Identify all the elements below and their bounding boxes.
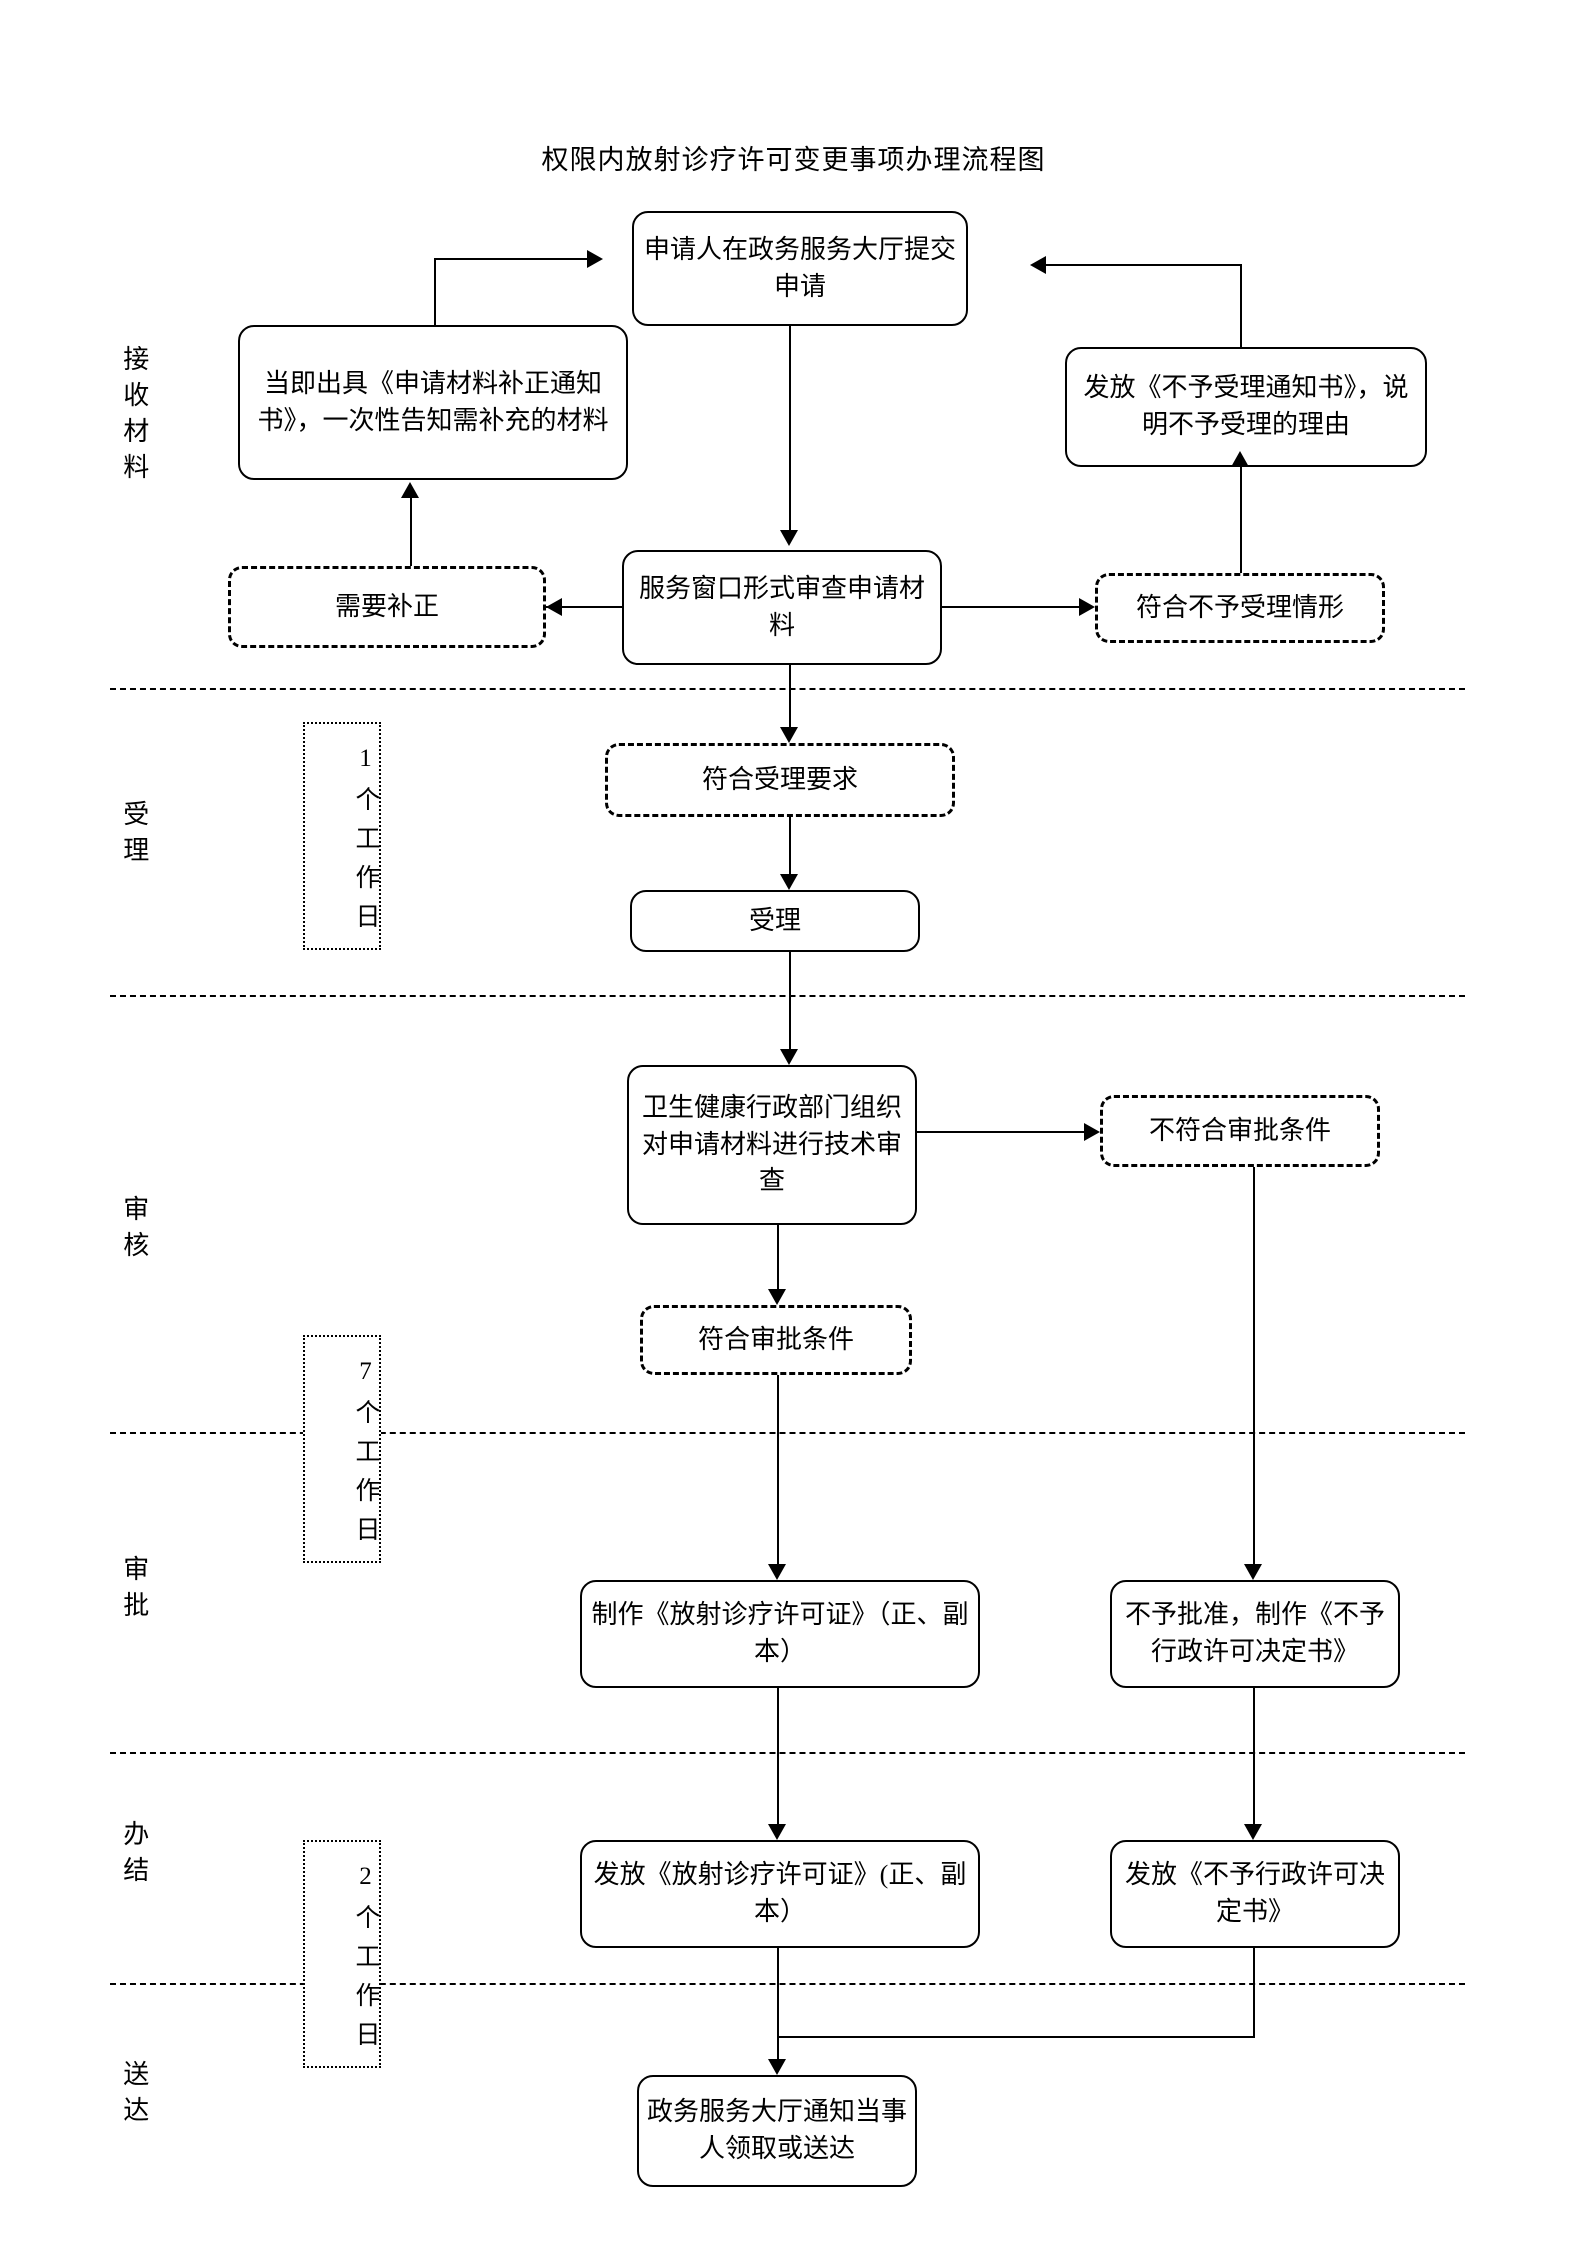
node-not-accept-case[interactable]: 符合不予受理情形 [1095,573,1385,643]
arrowhead-window-review-to-meets-accept [780,727,798,743]
connector-issue-license-to-notify-party [777,1948,779,2059]
node-technical-review[interactable]: 卫生健康行政部门组织对申请材料进行技术审查 [627,1065,917,1225]
connector-issue-refusal-to-notify-party [777,2036,1255,2038]
stage-label-receive: 接收材料 [119,345,149,489]
separator-approve-complete [110,1752,1465,1754]
connector-reject-notice-up [1240,264,1242,349]
duration-review: 7个工作日 [303,1335,381,1563]
arrowhead-notice-to-submit [587,250,603,268]
connector-accepted-to-technical-review [789,952,791,1049]
stage-label-deliver: 送达 [119,2060,149,2132]
node-window-form-review[interactable]: 服务窗口形式审查申请材料 [622,550,942,665]
stage-label-complete: 办结 [119,1820,149,1892]
connector-not-meet-approval-to-make-refusal [1253,1167,1255,1564]
node-accepted[interactable]: 受理 [630,890,920,952]
stage-label-review: 审核 [119,1195,149,1267]
connector-reject-notice-to-submit [1046,264,1240,266]
arrowhead-technical-review-to-meets-approval [768,1289,786,1305]
arrowhead-reject-notice-to-submit [1030,256,1046,274]
connector-window-review-to-need-correction [546,606,622,608]
connector-need-correction-to-notice [410,498,412,566]
separator-review-approve [110,1432,1465,1434]
separator-complete-deliver [110,1983,1465,1985]
node-issue-license[interactable]: 发放《放射诊疗许可证》(正、副本） [580,1840,980,1948]
arrowhead-meets-accept-to-accepted [780,874,798,890]
node-correction-notice[interactable]: 当即出具《申请材料补正通知书》，一次性告知需补充的材料 [238,325,628,480]
node-not-meet-approval[interactable]: 不符合审批条件 [1100,1095,1380,1167]
separator-accept-review [110,995,1465,997]
duration-accept: 1个工作日 [303,722,381,950]
arrowhead-make-license-to-issue-license [768,1824,786,1840]
arrowhead-issue-license-to-notify-party [768,2059,786,2075]
connector-notice-to-submit [434,258,587,260]
connector-window-review-to-not-accept-case [942,606,1079,608]
separator-receive-accept [110,688,1465,690]
connector-submit-to-window-review [789,326,791,530]
duration-deliver: 2个工作日 [303,1840,381,2068]
node-submit-application[interactable]: 申请人在政务服务大厅提交申请 [632,211,968,326]
connector-make-refusal-to-issue-refusal [1253,1688,1255,1824]
connector-meets-approval-to-make-license [777,1375,779,1564]
node-make-license[interactable]: 制作《放射诊疗许可证》（正、副本） [580,1580,980,1688]
node-meets-accept-requirements[interactable]: 符合受理要求 [605,743,955,817]
node-meets-approval[interactable]: 符合审批条件 [640,1305,912,1375]
connector-meets-accept-to-accepted [789,817,791,874]
node-issue-refusal-decision[interactable]: 发放《不予行政许可决定书》 [1110,1840,1400,1948]
arrowhead-need-correction-to-notice [401,482,419,498]
arrowhead-submit-to-window-review [780,530,798,546]
connector-make-license-to-issue-license [777,1688,779,1824]
node-notify-party[interactable]: 政务服务大厅通知当事人领取或送达 [637,2075,917,2187]
arrowhead-not-accept-case-to-reject-notice [1231,451,1249,467]
connector-not-accept-case-to-reject-notice [1240,467,1242,573]
node-reject-notice[interactable]: 发放《不予受理通知书》，说明不予受理的理由 [1065,347,1427,467]
connector-window-review-to-meets-accept [789,665,791,727]
connector-notice-up [434,258,436,326]
arrowhead-accepted-to-technical-review [780,1049,798,1065]
arrowhead-not-meet-approval-to-make-refusal [1244,1564,1262,1580]
stage-label-accept: 受理 [119,800,149,872]
connector-technical-review-to-meets-approval [777,1225,779,1289]
arrowhead-window-review-to-not-accept-case [1079,598,1095,616]
arrowhead-meets-approval-to-make-license [768,1564,786,1580]
stage-label-approve: 审批 [119,1555,149,1627]
node-need-correction[interactable]: 需要补正 [228,566,546,648]
connector-issue-refusal-down [1253,1948,1255,2036]
connector-technical-review-to-not-meet-approval [917,1131,1084,1133]
page-title: 权限内放射诊疗许可变更事项办理流程图 [541,145,1046,175]
arrowhead-window-review-to-need-correction [546,598,562,616]
arrowhead-technical-review-to-not-meet-approval [1084,1123,1100,1141]
arrowhead-make-refusal-to-issue-refusal [1244,1824,1262,1840]
node-make-refusal-decision[interactable]: 不予批准，制作《不予行政许可决定书》 [1110,1580,1400,1688]
